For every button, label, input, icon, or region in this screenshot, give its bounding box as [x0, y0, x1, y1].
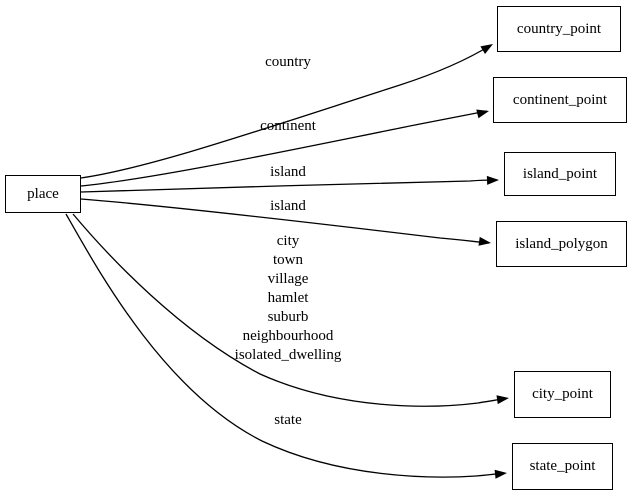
node-label: city_point [532, 386, 593, 402]
node-label: island_polygon [515, 235, 608, 252]
node-island_point[interactable]: island_point [504, 152, 616, 196]
node-label: place [27, 185, 59, 202]
node-state_point[interactable]: state_point [512, 443, 613, 490]
arrowhead-state_point [494, 469, 507, 479]
edge-label-city_point: city town village hamlet suburb neighbou… [234, 233, 342, 363]
arrowhead-group [476, 44, 509, 479]
edge-place-to-continent_point [80, 110, 488, 187]
node-island_polygon[interactable]: island_polygon [496, 221, 627, 267]
arrowhead-island_polygon [478, 236, 491, 246]
edge-place-to-country_point [80, 44, 492, 179]
node-country_point[interactable]: country_point [497, 6, 621, 52]
node-city_point[interactable]: city_point [514, 371, 611, 418]
node-label: island_point [522, 165, 598, 182]
arrowhead-continent_point [476, 109, 489, 119]
edge-label-country_point: country [265, 54, 311, 70]
node-place[interactable]: place [5, 175, 81, 213]
edge-label-continent_point: continent [260, 118, 316, 134]
edge-place-to-state_point [65, 213, 505, 478]
edge-label-island_polygon: island [270, 198, 306, 214]
edge-path-group [65, 44, 507, 478]
node-label: country_point [516, 20, 602, 37]
edge-place-to-island_polygon [80, 198, 490, 244]
arrowhead-country_point [480, 44, 493, 55]
node-label: continent_point [512, 91, 608, 108]
arrowhead-city_point [496, 395, 509, 405]
edge-label-state_point: state [274, 412, 302, 428]
node-label: state_point [529, 458, 596, 474]
edge-place-to-island_point [80, 179, 498, 193]
node-continent_point[interactable]: continent_point [493, 77, 627, 123]
edge-place-to-city_point [72, 213, 507, 407]
arrowhead-island_point [486, 175, 499, 185]
edge-label-island_point: island [270, 164, 306, 180]
